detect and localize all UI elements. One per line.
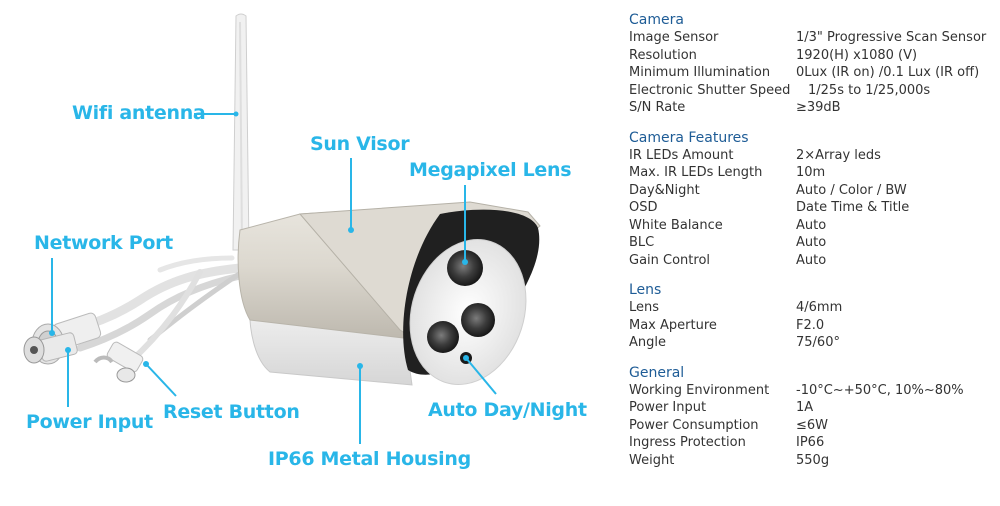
wifi-antenna-pointer-dot: [233, 111, 239, 117]
spec-label: Image Sensor: [629, 30, 719, 45]
spec-label: BLC: [629, 235, 655, 250]
spec-section-title: Camera Features: [629, 129, 749, 146]
spec-row: Lens 4/6mm: [629, 299, 999, 317]
power-input-label: Power Input: [26, 411, 153, 433]
spec-label: Power Input: [629, 400, 707, 415]
spec-row: OSD Date Time & Title: [629, 199, 999, 217]
spec-value: ≤6W: [796, 417, 829, 433]
spec-row: Ingress Protection IP66: [629, 434, 999, 452]
spec-row: Resolution 1920(H) x1080 (V): [629, 47, 999, 65]
reset-button-label: Reset Button: [163, 401, 300, 423]
spec-row: Minimum Illumination 0Lux (IR on) /0.1 Lu…: [629, 64, 999, 82]
sun-visor-pointer-dot: [348, 227, 354, 233]
ip66-housing-pointer-dot: [357, 363, 363, 369]
spec-section-general: General Working Environment -10°C~+50°C, …: [629, 365, 999, 470]
spec-label: Lens: [629, 300, 660, 315]
ip66-metal-housing-label: IP66 Metal Housing: [268, 448, 471, 470]
sun-visor-label: Sun Visor: [310, 133, 410, 155]
spec-row: Image Sensor 1/3" Progressive Scan Sensor: [629, 29, 999, 47]
spec-value: 75/60°: [796, 335, 840, 350]
spec-row: Weight 550g: [629, 452, 999, 470]
power-input-pointer-dot: [65, 347, 71, 353]
spec-row: S/N Rate ≥39dB: [629, 99, 999, 117]
network-port-pointer-dot: [49, 330, 55, 336]
spec-section-camera-features: Camera Features IR LEDs Amount 2×Array le…: [629, 130, 999, 270]
spec-section-camera: Camera Image Sensor 1/3" Progressive Scan…: [629, 12, 999, 117]
spec-label: Max. IR LEDs Length: [629, 165, 763, 180]
spec-value: 4/6mm: [796, 300, 843, 315]
spec-label: Weight: [629, 452, 675, 468]
auto-day-night-pointer: [465, 357, 497, 395]
spec-label: Resolution: [629, 47, 697, 63]
spec-value: IP66: [796, 435, 825, 450]
spec-value: F2.0: [796, 317, 825, 333]
reset-button-connector: [93, 341, 144, 383]
spec-value: 2×Array leds: [796, 147, 881, 163]
spec-value: -10°C~+50°C, 10%~80%: [796, 382, 964, 398]
spec-section-title: Lens: [629, 282, 662, 298]
spec-value: Auto: [796, 235, 827, 250]
spec-row: Day&Night Auto / Color / BW: [629, 182, 999, 200]
spec-label: S/N Rate: [629, 100, 686, 115]
spec-row: Angle 75/60°: [629, 334, 999, 352]
spec-section-title: General: [629, 364, 685, 381]
spec-row: White Balance Auto: [629, 217, 999, 235]
spec-value: 1/3" Progressive Scan Sensor: [796, 30, 987, 45]
spec-label: Angle: [629, 335, 666, 350]
megapixel-lens-label: Megapixel Lens: [409, 159, 572, 181]
spec-row: Electronic Shutter Speed 1/25s to 1/25,00…: [629, 82, 999, 100]
ir-led-top: [447, 250, 483, 286]
spec-row: Max Aperture F2.0: [629, 317, 999, 335]
spec-section-lens: Lens Lens 4/6mm Max Aperture F2.0 Angle 75/…: [629, 282, 999, 352]
spec-row: Power Consumption ≤6W: [629, 417, 999, 435]
spec-value: 10m: [796, 165, 826, 180]
spec-row: Power Input 1A: [629, 399, 999, 417]
spec-label: IR LEDs Amount: [629, 147, 734, 163]
camera-illustration: [23, 13, 541, 444]
spec-label: OSD: [629, 200, 658, 215]
spec-value: Auto / Color / BW: [796, 182, 907, 198]
spec-value: 0Lux (IR on) /0.1 Lux (IR off): [796, 65, 980, 80]
spec-label: Ingress Protection: [629, 435, 746, 450]
power-input-connector: [23, 332, 78, 364]
spec-value: 550g: [796, 452, 830, 468]
network-port-label: Network Port: [34, 232, 173, 254]
spec-row: Gain Control Auto: [629, 252, 999, 270]
spec-row: BLC Auto: [629, 234, 999, 252]
spec-value: 1/25s to 1/25,000s: [808, 82, 931, 98]
spec-section-title: Camera: [629, 12, 684, 28]
ir-led-right: [461, 303, 495, 337]
auto-day-night-pointer-dot: [463, 355, 469, 361]
spec-label: Electronic Shutter Speed: [629, 82, 791, 98]
spec-row: IR LEDs Amount 2×Array leds: [629, 147, 999, 165]
spec-value: 1A: [796, 400, 814, 415]
ir-led-left: [427, 321, 459, 353]
spec-label: Working Environment: [629, 382, 770, 398]
auto-day-night-label: Auto Day/Night: [428, 399, 587, 421]
spec-row: Working Environment -10°C~+50°C, 10%~80%: [629, 382, 999, 400]
spec-label: Day&Night: [629, 182, 700, 198]
reset-button-pointer: [145, 363, 177, 397]
spec-value: Auto: [796, 217, 827, 233]
spec-label: Power Consumption: [629, 417, 759, 433]
spec-row: Max. IR LEDs Length 10m: [629, 164, 999, 182]
spec-label: Minimum Illumination: [629, 65, 771, 80]
spec-sheet: Camera Image Sensor 1/3" Progressive Scan…: [629, 12, 999, 482]
spec-label: Max Aperture: [629, 317, 717, 333]
reset-button-pointer-dot: [143, 361, 149, 367]
spec-label: White Balance: [629, 217, 723, 233]
spec-value: Date Time & Title: [796, 200, 910, 215]
antenna: [232, 13, 250, 251]
spec-value: Auto: [796, 252, 827, 268]
megapixel-lens-pointer-dot: [462, 259, 468, 265]
cable-bundle: [55, 255, 248, 365]
spec-value: ≥39dB: [796, 100, 841, 115]
wifi-antenna-label: Wifi antenna: [72, 102, 206, 124]
spec-label: Gain Control: [629, 252, 711, 268]
spec-value: 1920(H) x1080 (V): [796, 47, 918, 63]
